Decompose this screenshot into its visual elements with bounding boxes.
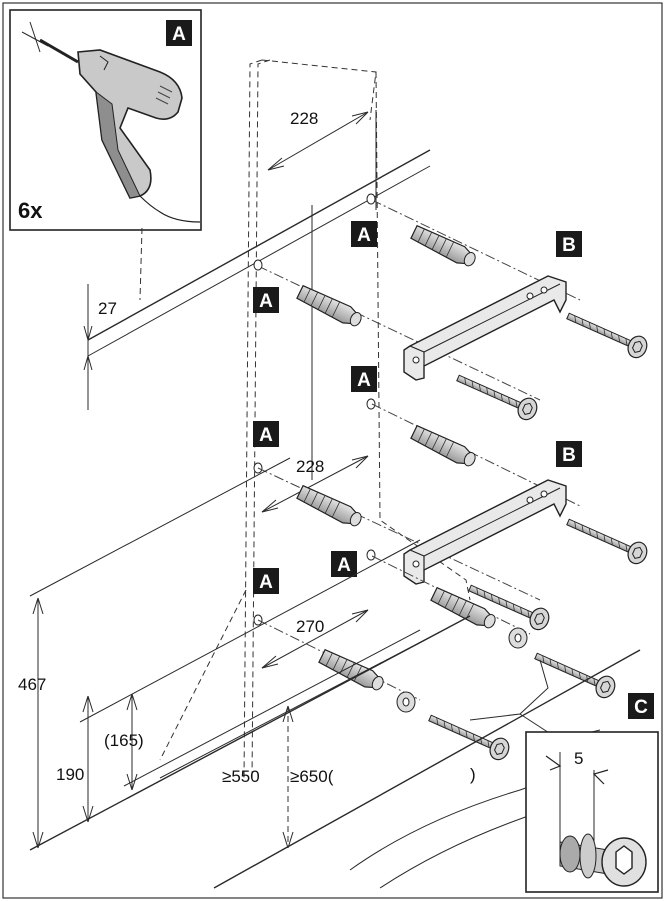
- svg-text:228: 228: [296, 457, 324, 476]
- svg-text:≥550: ≥550: [222, 767, 260, 786]
- dimension-228-top: 228: [267, 109, 369, 171]
- dimension-550-650: ≥550 ≥650( ): [222, 705, 476, 849]
- svg-text:A: A: [259, 425, 273, 446]
- screw-icon: [562, 305, 651, 362]
- screw-icon: [452, 367, 541, 424]
- drill-hole-top-left: [253, 259, 263, 271]
- screw-icon: [530, 645, 619, 702]
- tag-b-top: B: [556, 231, 582, 257]
- svg-text:C: C: [634, 697, 648, 718]
- drill-count: 6x: [18, 198, 43, 223]
- svg-text:): ): [470, 765, 476, 784]
- tag-b-mid: B: [556, 441, 582, 467]
- svg-text:B: B: [562, 445, 576, 466]
- inset-drill-panel: A 6x: [9, 9, 202, 231]
- wall-plug-icon: [317, 647, 387, 695]
- dimension-467: 467: [18, 597, 46, 849]
- dimension-165: (165): [104, 693, 144, 791]
- inset-screw-detail: 5: [525, 731, 659, 893]
- drill-hole-mid-right: [366, 398, 376, 410]
- svg-text:(165): (165): [104, 731, 144, 750]
- svg-text:190: 190: [56, 765, 84, 784]
- svg-text:≥650(: ≥650(: [290, 767, 334, 786]
- svg-text:A: A: [259, 572, 273, 593]
- wall-plug-icon: [409, 423, 479, 471]
- mounting-bracket-icon: [403, 275, 567, 381]
- dimension-5: 5: [574, 749, 583, 768]
- tag-a-mid-left: A: [253, 421, 279, 447]
- drill-icon: [21, 21, 201, 223]
- tag-a-top-right: A: [351, 221, 377, 247]
- svg-text:A: A: [357, 370, 371, 391]
- svg-text:270: 270: [296, 617, 324, 636]
- tag-a-mid-right: A: [351, 366, 377, 392]
- mounting-bracket-icon: [403, 479, 567, 585]
- tag-a-bottom-right: A: [331, 551, 357, 577]
- svg-text:A: A: [357, 225, 371, 246]
- svg-text:A: A: [337, 555, 351, 576]
- wall-top-line: [87, 149, 431, 341]
- drill-hole-bottom-right: [366, 549, 376, 561]
- washer-icon: [396, 691, 416, 713]
- dimension-190: 190: [56, 695, 94, 823]
- svg-text:A: A: [172, 24, 186, 45]
- svg-text:B: B: [562, 235, 576, 256]
- wall-plug-icon: [295, 483, 365, 531]
- wall-plug-icon: [409, 223, 479, 271]
- tag-a-bottom-left: A: [253, 568, 279, 594]
- tag-a-inset: A: [166, 20, 192, 46]
- svg-text:228: 228: [290, 109, 318, 128]
- tag-c: C: [628, 693, 654, 719]
- svg-text:A: A: [259, 291, 273, 312]
- svg-text:467: 467: [18, 675, 46, 694]
- dimension-270: 270: [261, 609, 369, 669]
- dimension-27: 27: [83, 284, 117, 410]
- dimension-228-mid: 228: [261, 455, 369, 513]
- tag-a-top-left: A: [253, 287, 279, 313]
- screw-icon: [562, 511, 651, 568]
- svg-text:27: 27: [98, 299, 117, 318]
- washer-icon: [508, 627, 528, 649]
- wall-plug-icon: [295, 283, 365, 331]
- torx-screw-head-icon: [559, 833, 647, 887]
- drill-hole-top-right: [366, 193, 376, 205]
